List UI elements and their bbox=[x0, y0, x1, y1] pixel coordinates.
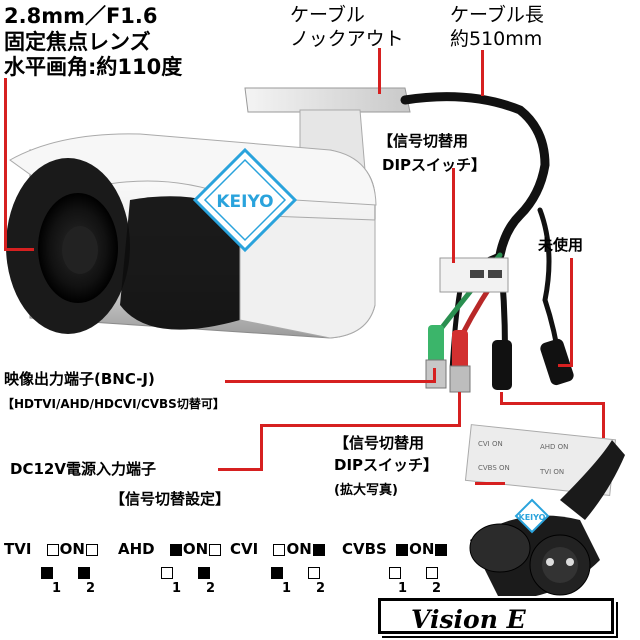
switch-1-bottom bbox=[389, 566, 401, 579]
dip-zoom-label-3: (拡大写真) bbox=[334, 483, 398, 498]
dip-zoom-photo: CVI ON AHD ON CVBS ON TVI ON bbox=[464, 424, 617, 497]
dip-switch-label-2: DIPスイッチ】 bbox=[382, 156, 487, 174]
switch-number-1: 1 bbox=[52, 581, 62, 596]
video-formats-label: 【HDTVI/AHD/HDCVI/CVBS切替可】 bbox=[2, 397, 225, 411]
switch-2-state bbox=[312, 543, 325, 556]
switch-1-state bbox=[273, 543, 286, 556]
brand-badge: Vision E bbox=[378, 598, 614, 634]
mode-label: TVI bbox=[4, 540, 32, 558]
on-label: ON bbox=[182, 540, 209, 558]
connector-back-photo: KEIYO bbox=[469, 440, 625, 600]
callout-zoom-label bbox=[475, 482, 505, 485]
switch-1-bottom bbox=[41, 566, 53, 579]
callout-lens-h bbox=[4, 248, 34, 251]
power-connector bbox=[449, 330, 471, 393]
svg-text:TVI ON: TVI ON bbox=[539, 468, 564, 476]
switch-1-bottom bbox=[161, 566, 173, 579]
callout-cable-length bbox=[481, 50, 484, 96]
switch-2-state bbox=[435, 543, 448, 556]
switch-number-1: 1 bbox=[398, 581, 408, 596]
switch-number-2: 2 bbox=[206, 581, 216, 596]
callout-unused-h bbox=[558, 364, 573, 367]
dip-mode-ahd: AHD ON bbox=[118, 542, 222, 557]
switch-1-state bbox=[169, 543, 182, 556]
svg-text:AHD ON: AHD ON bbox=[540, 443, 568, 451]
dip-switch-tag bbox=[439, 257, 509, 293]
callout-video-h bbox=[225, 380, 433, 383]
switch-number-2: 2 bbox=[86, 581, 96, 596]
svg-text:CVBS ON: CVBS ON bbox=[478, 464, 510, 472]
keiyo-logo: KEIYO bbox=[192, 147, 298, 253]
dip-zoom-label-2: DIPスイッチ】 bbox=[334, 456, 439, 474]
signal-setting-label: 【信号切替設定】 bbox=[110, 490, 231, 508]
cable-length-label-1: ケーブル長 bbox=[450, 4, 544, 26]
on-label: ON bbox=[286, 540, 312, 558]
dip-zoom-label-1: 【信号切替用 bbox=[334, 434, 425, 452]
bnc-connector bbox=[425, 325, 447, 389]
brand-name: Vision E bbox=[411, 605, 526, 634]
view-angle-label: 水平画角:約110度 bbox=[4, 55, 183, 79]
unused-label: 未使用 bbox=[538, 236, 584, 254]
switch-1-state bbox=[396, 543, 409, 556]
cable-knockout-label-1: ケーブル bbox=[290, 4, 365, 26]
callout-zoom-v1 bbox=[500, 392, 503, 404]
svg-text:CVI ON: CVI ON bbox=[478, 440, 503, 448]
callout-zoom-v2 bbox=[602, 402, 605, 438]
switch-1-bottom bbox=[271, 566, 283, 579]
switch-2-bottom bbox=[308, 566, 320, 579]
lens-spec-label: 2.8mm／F1.6 bbox=[4, 4, 158, 28]
mode-label: CVBS bbox=[342, 540, 387, 558]
video-out-label: 映像出力端子(BNC-J) bbox=[4, 370, 155, 388]
keiyo-logo-text: KEIYO bbox=[216, 192, 273, 212]
switch-1-state bbox=[46, 543, 59, 556]
switch-2-state bbox=[85, 543, 98, 556]
mode-label: AHD bbox=[118, 540, 155, 558]
unused-connector bbox=[492, 338, 574, 390]
on-label: ON bbox=[409, 540, 435, 558]
mode-label: CVI bbox=[230, 540, 259, 558]
callout-knockout bbox=[378, 48, 381, 94]
callout-unused-v bbox=[570, 258, 573, 366]
lens-type-label: 固定焦点レンズ bbox=[4, 30, 151, 54]
switch-2-bottom bbox=[426, 566, 438, 579]
dip-mode-cvi: CVI ON bbox=[230, 542, 326, 557]
cable-knockout-label-2: ノックアウト bbox=[290, 28, 404, 50]
callout-power-v bbox=[260, 426, 263, 470]
callout-dip-v bbox=[452, 168, 455, 263]
callout-video-v bbox=[433, 368, 436, 383]
callout-power-h bbox=[218, 468, 263, 471]
switch-number-2: 2 bbox=[432, 581, 442, 596]
switch-2-bottom bbox=[198, 566, 210, 579]
callout-power-conn bbox=[458, 392, 461, 427]
power-in-label: DC12V電源入力端子 bbox=[10, 460, 156, 478]
callout-zoom-h bbox=[500, 402, 604, 405]
callout-power-top bbox=[260, 424, 460, 427]
switch-number-2: 2 bbox=[316, 581, 326, 596]
cable-length-label-2: 約510mm bbox=[450, 28, 543, 50]
camera-body: KEIYO bbox=[6, 133, 377, 339]
keiyo-logo-text: KEIYO bbox=[519, 513, 546, 522]
dip-mode-cvbs: CVBS ON bbox=[342, 542, 448, 557]
on-label: ON bbox=[59, 540, 85, 558]
switch-2-bottom bbox=[78, 566, 90, 579]
dip-mode-tvi: TVI ON bbox=[4, 542, 99, 557]
switch-number-1: 1 bbox=[282, 581, 292, 596]
switch-number-1: 1 bbox=[172, 581, 182, 596]
switch-2-state bbox=[209, 543, 222, 556]
callout-lens-v bbox=[4, 78, 7, 250]
dip-switch-label-1: 【信号切替用 bbox=[378, 132, 469, 150]
